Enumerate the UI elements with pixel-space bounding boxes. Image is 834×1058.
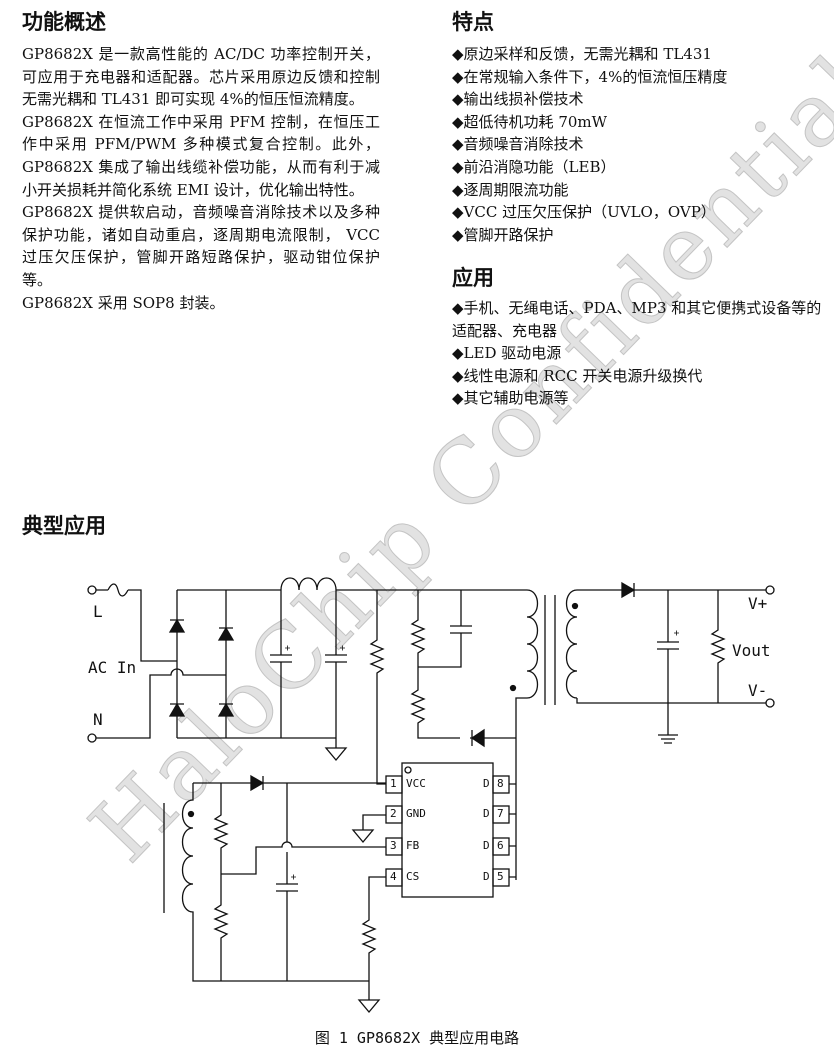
bullet-icon: ◆	[452, 344, 464, 363]
pin-number: 4	[390, 870, 397, 883]
label-vout: Vout	[732, 641, 771, 660]
primary-winding	[515, 589, 539, 880]
application-item: ◆线性电源和 RCC 开关电源升级换代	[452, 365, 822, 388]
secondary-winding	[565, 589, 578, 699]
features-heading: 特点	[452, 10, 494, 34]
bullet-icon: ◆	[452, 135, 464, 154]
features-list: ◆原边采样和反馈，无需光耦和 TL431◆在常规输入条件下，4%的恒流恒压精度◆…	[452, 43, 727, 246]
feature-item: ◆音频噪音消除技术	[452, 133, 727, 156]
application-item: ◆手机、无绳电话、PDA、MP3 和其它便携式设备等的适配器、充电器	[452, 297, 822, 342]
bridge-diodes	[168, 618, 235, 717]
output-capacitor	[657, 590, 679, 744]
feature-text: 在常规输入条件下，4%的恒流恒压精度	[463, 67, 728, 86]
aux-diode	[250, 774, 265, 792]
application-text: 手机、无绳电话、PDA、MP3 和其它便携式设备等的适配器、充电器	[452, 299, 822, 340]
overview-paragraph: GP8682X 在恒流工作中采用 PFM 控制，在恒压工作中采用 PFM/PWM…	[22, 112, 380, 199]
bullet-icon: ◆	[452, 45, 464, 63]
ic-body	[401, 762, 494, 898]
pin-number: 7	[497, 807, 504, 820]
pin-name: FB	[406, 839, 420, 852]
applications-heading: 应用	[452, 266, 494, 290]
feature-text: 音频噪音消除技术	[463, 135, 584, 154]
overview-text: GP8682X 是一款高性能的 AC/DC 功率控制开关，可应用于充电器和适配器…	[22, 43, 380, 314]
application-text: LED 驱动电源	[463, 344, 562, 363]
feature-text: 输出线损补偿技术	[463, 90, 584, 109]
pin-number: 6	[497, 839, 504, 852]
bullet-icon: ◆	[452, 157, 464, 176]
pin-name: D	[483, 807, 490, 820]
feature-item: ◆VCC 过压欠压保护（UVLO，OVP）	[452, 201, 727, 224]
application-text: 其它辅助电源等	[463, 389, 569, 408]
bullet-icon: ◆	[452, 67, 464, 86]
overview-heading: 功能概述	[22, 10, 106, 34]
load-resistor	[710, 590, 726, 703]
feature-item: ◆原边采样和反馈，无需光耦和 TL431	[452, 43, 727, 66]
sense-resistor	[357, 876, 386, 1014]
feedback-divider	[213, 783, 229, 981]
figure-caption: 图 1 GP8682X 典型应用电路	[314, 1029, 520, 1047]
pin-number: 2	[390, 807, 397, 820]
feature-item: ◆前沿消隐功能（LEB）	[452, 156, 727, 179]
feature-item: ◆超低待机功耗 70mW	[452, 111, 727, 134]
pin-name: D	[483, 839, 490, 852]
fuse	[96, 583, 177, 662]
typical-application-heading: 典型应用	[22, 514, 106, 538]
gnd-ground-icon	[351, 814, 386, 844]
label-N: N	[93, 710, 103, 729]
pin-name: CS	[406, 870, 420, 883]
bullet-icon: ◆	[452, 225, 464, 244]
bullet-icon: ◆	[452, 180, 464, 199]
pin-name: GND	[406, 807, 426, 820]
application-text: 线性电源和 RCC 开关电源升级换代	[463, 366, 703, 385]
pin-name: D	[483, 777, 490, 790]
label-ac-in: AC In	[88, 658, 137, 677]
startup-resistor	[369, 590, 386, 785]
feature-text: 超低待机功耗 70mW	[463, 112, 608, 131]
pin-number: 1	[390, 777, 397, 790]
pin-number: 5	[497, 870, 504, 883]
overview-paragraph: GP8682X 提供软启动，音频噪音消除技术以及多种保护功能，诸如自动重启，逐周…	[22, 203, 380, 289]
feature-text: 管脚开路保护	[463, 225, 554, 244]
aux-winding	[181, 782, 386, 982]
label-vplus: V+	[748, 594, 768, 613]
application-item: ◆LED 驱动电源	[452, 342, 822, 365]
applications-list: ◆手机、无绳电话、PDA、MP3 和其它便携式设备等的适配器、充电器◆LED 驱…	[452, 297, 822, 410]
output-diode	[621, 581, 636, 599]
label-L: L	[93, 602, 103, 621]
feature-text: VCC 过压欠压保护（UVLO，OVP）	[463, 203, 716, 222]
application-item: ◆其它辅助电源等	[452, 387, 822, 410]
label-vminus: V-	[748, 681, 768, 700]
bulk-capacitors	[270, 590, 347, 738]
pin-name: D	[483, 870, 490, 883]
terminal-N	[87, 733, 97, 743]
feature-item: ◆逐周期限流功能	[452, 179, 727, 202]
feature-text: 原边采样和反馈，无需光耦和 TL431	[463, 45, 712, 63]
pin-number: 3	[390, 839, 397, 852]
overview-paragraph: GP8682X 是一款高性能的 AC/DC 功率控制开关，可应用于充电器和适配器…	[22, 45, 380, 109]
snubber-diode	[470, 728, 485, 748]
ground-icon	[324, 738, 348, 762]
feature-text: 前沿消隐功能（LEB）	[463, 157, 616, 176]
plus-signs	[285, 630, 679, 880]
inductor	[280, 577, 337, 591]
overview-paragraph: GP8682X 采用 SOP8 封装。	[22, 293, 225, 312]
feature-item: ◆输出线损补偿技术	[452, 88, 727, 111]
feature-item: ◆管脚开路保护	[452, 224, 727, 247]
snubber-resistors	[410, 590, 460, 739]
bullet-icon: ◆	[452, 112, 464, 131]
feature-text: 逐周期限流功能	[463, 180, 569, 199]
bullet-icon: ◆	[452, 90, 464, 109]
bullet-icon: ◆	[452, 299, 464, 317]
pin-name: VCC	[406, 777, 426, 790]
pin-number: 8	[497, 777, 504, 790]
vcc-capacitor	[276, 783, 298, 981]
snubber-capacitor	[418, 590, 472, 668]
transformer-core	[544, 595, 556, 705]
terminal-L	[87, 585, 97, 595]
bullet-icon: ◆	[452, 366, 464, 385]
feature-item: ◆在常规输入条件下，4%的恒流恒压精度	[452, 66, 727, 89]
bullet-icon: ◆	[452, 389, 464, 408]
bullet-icon: ◆	[452, 203, 464, 222]
